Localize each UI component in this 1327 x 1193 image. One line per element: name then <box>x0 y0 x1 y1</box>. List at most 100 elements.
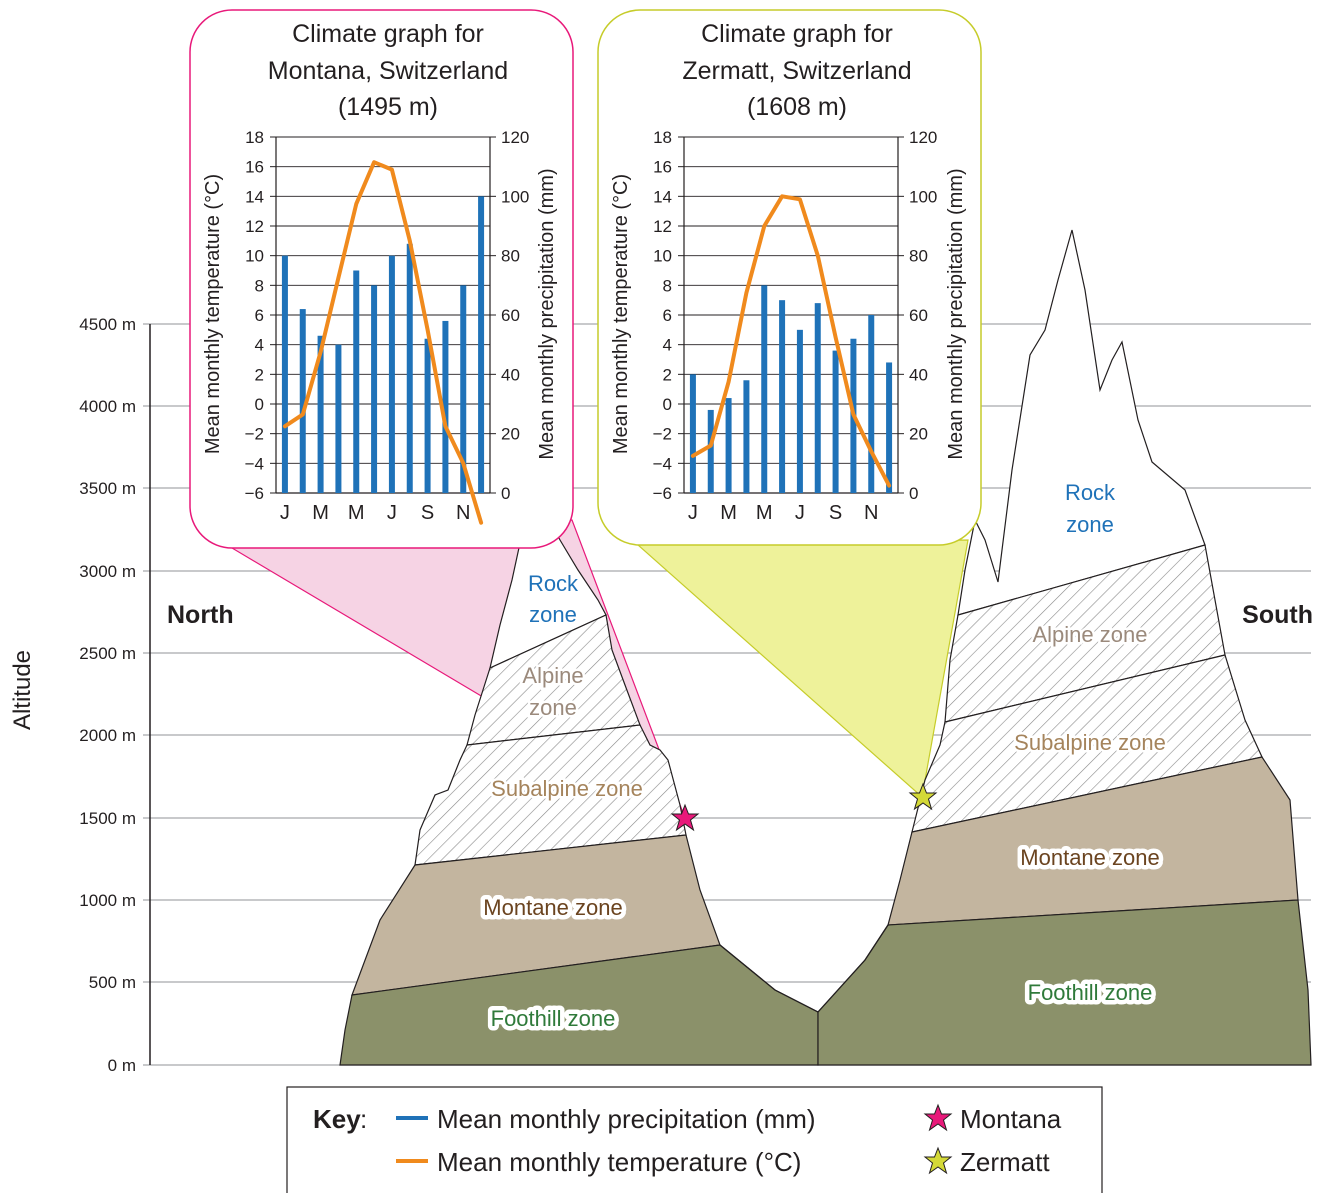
north-rock-label-1: Rock <box>528 571 579 596</box>
montana-left-tick-label: 18 <box>245 128 264 147</box>
montana-left-tick-label: 10 <box>245 247 264 266</box>
zermatt-chart-titles: Climate graph for Zermatt, Switzerland (… <box>682 20 911 121</box>
zermatt-left-tick-label: 18 <box>653 128 672 147</box>
zermatt-precip-bar <box>796 329 803 493</box>
zermatt-left-tick-label: 14 <box>653 187 672 206</box>
montana-precip-bar <box>335 344 342 493</box>
montana-left-tick-label: 14 <box>245 187 264 206</box>
valley-outline <box>719 924 889 1013</box>
zermatt-left-tick-label: 2 <box>663 365 672 384</box>
zermatt-temperature-line <box>690 194 892 488</box>
montana-left-tick-label: 2 <box>255 365 264 384</box>
zermatt-precip-bar <box>707 409 714 493</box>
montana-month-label: J <box>280 502 290 524</box>
zermatt-right-axis-title: Mean monthly precipitation (mm) <box>945 168 967 459</box>
montana-precip-bar <box>317 335 324 493</box>
montana-left-tick-label: 4 <box>255 336 264 355</box>
altitude-tick-3500: 3500 m <box>79 479 136 498</box>
altitude-tick-4000: 4000 m <box>79 397 136 416</box>
south-rock-zone <box>957 229 1206 616</box>
montana-title-line-1: Climate graph for <box>292 20 484 48</box>
montana-month-label: M <box>312 502 329 524</box>
montana-right-tick-label: 120 <box>501 128 529 147</box>
zermatt-precip-bar <box>725 398 732 493</box>
montana-month-label: S <box>421 502 434 524</box>
montana-left-axis-title: Mean monthly temperature (°C) <box>202 174 224 454</box>
north-subalpine-label: Subalpine zone <box>491 776 643 801</box>
zermatt-left-tick-label: −2 <box>653 425 672 444</box>
altitude-axis-title: Altitude <box>9 650 36 730</box>
montana-left-tick-label: 12 <box>245 217 264 236</box>
zermatt-month-label: J <box>795 502 805 524</box>
north-alpine-label-1: Alpine <box>522 663 583 688</box>
montana-left-tick-label: 0 <box>255 395 264 414</box>
montana-precip-bar <box>406 243 413 493</box>
key-title-colon: : <box>360 1104 367 1134</box>
montana-precip-bar <box>353 270 360 493</box>
zermatt-precip-bar <box>761 285 768 493</box>
zermatt-left-axis-title: Mean monthly temperature (°C) <box>610 174 632 454</box>
zermatt-left-tick-label: 8 <box>663 276 672 295</box>
zermatt-right-tick-label: 80 <box>909 247 928 266</box>
zermatt-precip-bar <box>868 315 875 493</box>
montana-right-tick-label: 0 <box>501 484 510 503</box>
zermatt-callout-wedge <box>636 539 969 799</box>
key-montana-label: Montana <box>960 1104 1062 1134</box>
zermatt-month-label: N <box>864 502 878 524</box>
north-label: North <box>167 601 234 629</box>
key-precip-label: Mean monthly precipitation (mm) <box>437 1104 816 1134</box>
zermatt-right-tick-label: 0 <box>909 484 918 503</box>
north-alpine-zone <box>466 614 641 746</box>
zermatt-left-tick-label: 10 <box>653 247 672 266</box>
montana-right-tick-label: 40 <box>501 365 520 384</box>
montana-right-tick-label: 20 <box>501 425 520 444</box>
zermatt-left-tick-label: 12 <box>653 217 672 236</box>
montana-left-tick-label: 8 <box>255 276 264 295</box>
montana-precip-bar <box>424 338 431 493</box>
south-rock-label-2: zone <box>1066 512 1114 537</box>
zermatt-month-label: J <box>688 502 698 524</box>
zermatt-title-line-1: Climate graph for <box>701 20 893 48</box>
key-box <box>286 1086 1103 1193</box>
montana-title-line-3: (1495 m) <box>338 93 438 121</box>
montana-precip-bar <box>371 285 378 493</box>
zermatt-left-tick-label: −4 <box>653 454 672 473</box>
montana-right-tick-label: 60 <box>501 306 520 325</box>
key-zermatt-label: Zermatt <box>960 1147 1050 1177</box>
zermatt-right-tick-label: 120 <box>909 128 937 147</box>
north-subalpine-zone <box>414 724 687 866</box>
montana-left-tick-label: −2 <box>245 425 264 444</box>
zermatt-title-line-3: (1608 m) <box>747 93 847 121</box>
zermatt-left-tick-label: 16 <box>653 158 672 177</box>
montana-precip-bar <box>281 255 288 493</box>
key-zermatt-star-icon <box>923 1146 953 1175</box>
montana-month-label: N <box>456 502 470 524</box>
montana-precip-bar <box>478 196 485 494</box>
north-rock-label-2: zone <box>529 602 577 627</box>
zermatt-precip-bar <box>689 374 696 493</box>
south-rock-label-1: Rock <box>1065 480 1116 505</box>
south-label: South <box>1242 601 1313 629</box>
montana-left-tick-label: 16 <box>245 158 264 177</box>
zermatt-precip-bar <box>743 380 750 493</box>
zermatt-title-line-2: Zermatt, Switzerland <box>682 57 911 85</box>
altitude-tick-500: 500 m <box>89 973 136 992</box>
montana-month-label: J <box>387 502 397 524</box>
south-mountain <box>817 229 1312 1066</box>
south-subalpine-label: Subalpine zone <box>1014 730 1166 755</box>
zermatt-precip-bar <box>779 300 786 493</box>
north-montane-label: Montane zone <box>483 895 622 920</box>
altitude-tick-labels: 0 m 500 m 1000 m 1500 m 2000 m 2500 m 30… <box>79 315 136 1075</box>
montana-chart-titles: Climate graph for Montana, Switzerland (… <box>268 20 508 121</box>
north-foothill-label: Foothill zone <box>491 1006 616 1031</box>
zermatt-precip-bar <box>814 303 821 493</box>
montana-left-tick-label: −6 <box>245 484 264 503</box>
zermatt-precip-bar <box>832 350 839 493</box>
montana-left-tick-label: −4 <box>245 454 264 473</box>
key-montana-star-icon <box>923 1103 953 1132</box>
montana-precip-bar <box>442 320 449 493</box>
zermatt-right-tick-label: 40 <box>909 365 928 384</box>
montana-temperature-line <box>282 160 484 525</box>
